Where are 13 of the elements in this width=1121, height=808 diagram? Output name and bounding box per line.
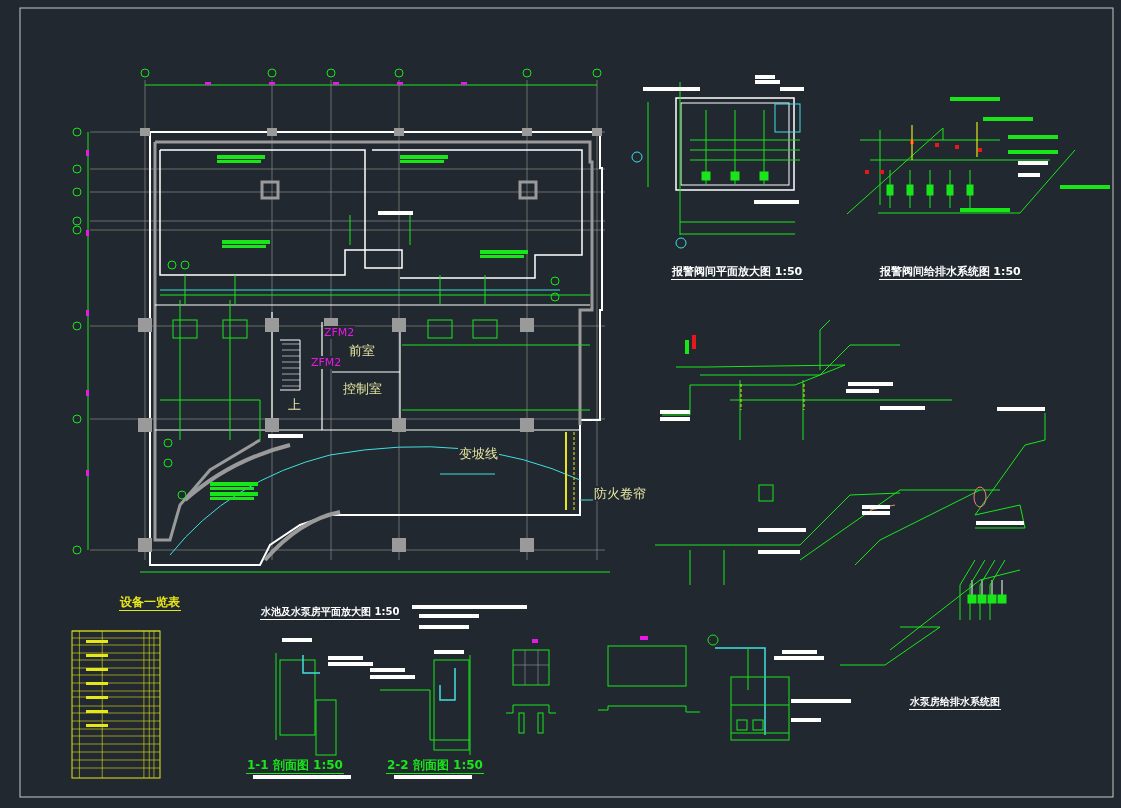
section-title: 1-1 剖面图 1:50: [246, 758, 344, 774]
table-title: 设备一览表: [119, 595, 181, 611]
drawing-title: 水泵房给排水系统图: [909, 696, 1001, 710]
door-tag: ZFM2: [310, 355, 343, 369]
room-label: 前室: [348, 342, 376, 358]
fire-shutter-label: 防火卷帘: [593, 485, 647, 501]
section-title: 2-2 剖面图 1:50: [386, 758, 484, 774]
slope-line-label: 变坡线: [457, 445, 499, 461]
drawing-title: 报警阀间平面放大图 1:50: [671, 264, 804, 280]
drawing-title: 报警阀间给排水系统图 1:50: [878, 264, 1022, 280]
stair-label: 上: [286, 396, 302, 412]
drawing-title: 水池及水泵房平面放大图 1:50: [260, 606, 401, 620]
room-label: 控制室: [341, 380, 383, 396]
